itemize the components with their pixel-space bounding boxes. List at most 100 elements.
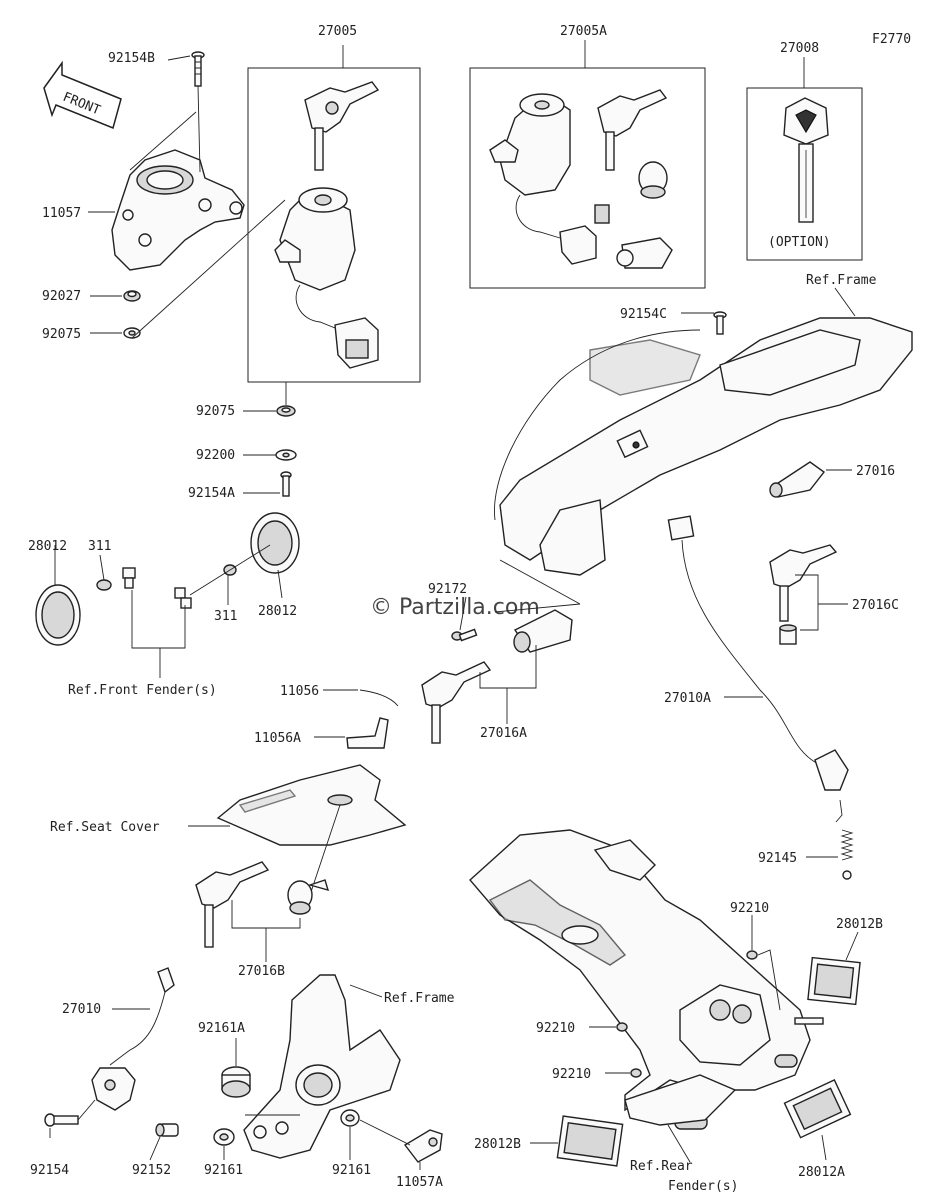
lock-small-27005A — [594, 204, 610, 224]
nut-92210-c — [630, 1068, 642, 1078]
label-27016A: 27016A — [480, 726, 527, 741]
label-92154B: 92154B — [108, 51, 155, 66]
key-27005A — [597, 89, 668, 171]
label-27005A: 27005A — [560, 24, 607, 39]
rear-frame — [494, 317, 913, 576]
stud-reflector-left — [122, 567, 136, 589]
assembly-box-27008 — [746, 87, 863, 261]
assembly-box-27005A — [469, 67, 706, 289]
label-ref-seat-cover: Ref.Seat Cover — [50, 820, 160, 835]
rear-fender — [469, 829, 811, 1130]
label-92210-c: 92210 — [552, 1067, 591, 1082]
nut-92210-a — [746, 950, 758, 960]
bracket-11057 — [111, 149, 245, 271]
switch-body-27010 — [91, 1067, 136, 1111]
ignition-switch-27005 — [274, 187, 379, 369]
reflector-28012A — [783, 1079, 852, 1139]
front-arrow-icon: FRONT — [43, 60, 122, 130]
label-92210-a: 92210 — [730, 901, 769, 916]
assembly-box-27005 — [247, 67, 421, 383]
key-27016B — [195, 861, 270, 948]
label-92075-top: 92075 — [42, 327, 81, 342]
label-27005: 27005 — [318, 24, 357, 39]
label-27010: 27010 — [62, 1002, 101, 1017]
label-27010A: 27010A — [664, 691, 711, 706]
reflector-28012B-right — [794, 956, 861, 1025]
reflector-28012-left — [35, 584, 81, 646]
label-92154A: 92154A — [188, 486, 235, 501]
lock-27016 — [769, 461, 826, 498]
washer-92075 — [276, 405, 296, 417]
label-28012-right: 28012 — [258, 604, 297, 619]
key-27005 — [304, 81, 380, 171]
label-ref-rear-fender-line1: Ref.Rear — [630, 1159, 693, 1174]
label-28012-left: 28012 — [28, 539, 67, 554]
lock-cylinder-27016B — [287, 879, 330, 915]
label-11056A: 11056A — [254, 731, 301, 746]
nut-92210-b — [616, 1022, 628, 1032]
label-92145: 92145 — [758, 851, 797, 866]
bolt-92154 — [44, 1113, 79, 1127]
lock-27016A — [513, 609, 573, 653]
label-ref-frame-top: Ref.Frame — [806, 273, 877, 288]
label-92161A: 92161A — [198, 1021, 245, 1036]
label-27016B: 27016B — [238, 964, 285, 979]
label-11057: 11057 — [42, 206, 81, 221]
label-311-right: 311 — [214, 609, 237, 624]
label-27016C: 27016C — [852, 598, 899, 613]
label-92172: 92172 — [428, 582, 467, 597]
label-11056: 11056 — [280, 684, 319, 699]
bracket-11057A — [403, 1129, 443, 1163]
grommet-92161A — [221, 1066, 251, 1098]
spring-92145 — [835, 799, 854, 880]
bolt-92154B — [191, 51, 205, 87]
label-92154C: 92154C — [620, 307, 667, 322]
key-blank-27008 — [783, 97, 829, 223]
bracket-lower-frame — [243, 974, 401, 1159]
label-28012B-right: 28012B — [836, 917, 883, 932]
key-27016C — [769, 544, 838, 622]
collar-92027 — [123, 290, 141, 302]
label-28012A: 28012A — [798, 1165, 845, 1180]
label-28012B-left: 28012B — [474, 1137, 521, 1152]
label-ref-frame-bottom: Ref.Frame — [384, 991, 455, 1006]
stud-reflector-right — [174, 587, 192, 609]
label-92161-right: 92161 — [332, 1163, 371, 1178]
label-92154: 92154 — [30, 1163, 69, 1178]
seat-cover — [216, 764, 407, 846]
label-92075: 92075 — [196, 404, 235, 419]
label-ref-rear-fender-line2: Fender(s) — [668, 1179, 738, 1194]
ignition-switch-27005A — [489, 93, 597, 265]
cable-11056 — [359, 689, 399, 707]
lock-cylinder-27005A — [638, 161, 668, 199]
label-27016: 27016 — [856, 464, 895, 479]
grommet-92161-left — [213, 1128, 235, 1146]
figure-code: F2770 — [872, 32, 911, 47]
bracket-11056A — [346, 717, 389, 749]
bolt-92172 — [451, 628, 478, 642]
label-27008: 27008 — [780, 41, 819, 56]
label-11057A: 11057A — [396, 1175, 443, 1190]
watermark: © Partzilla.com — [370, 595, 540, 620]
label-92152: 92152 — [132, 1163, 171, 1178]
bolt-92154C — [713, 311, 727, 335]
grommet-92161-right — [340, 1109, 360, 1127]
cable-27010 — [109, 967, 175, 1066]
bolt-92154A — [280, 471, 292, 497]
label-option: (OPTION) — [768, 235, 831, 250]
label-92200: 92200 — [196, 448, 235, 463]
lock-cylinder-27016C — [779, 624, 797, 645]
label-92027: 92027 — [42, 289, 81, 304]
label-92161-left: 92161 — [204, 1163, 243, 1178]
reflector-28012-right — [250, 512, 300, 574]
nut-311-left — [96, 579, 112, 591]
label-311-left: 311 — [88, 539, 111, 554]
washer-92200 — [275, 449, 297, 461]
key-27016A — [421, 661, 492, 744]
reflector-28012B-left — [556, 1115, 624, 1167]
collar-92152 — [155, 1123, 179, 1137]
label-ref-front-fender: Ref.Front Fender(s) — [68, 683, 217, 698]
lock-seat-27005A — [616, 237, 673, 269]
